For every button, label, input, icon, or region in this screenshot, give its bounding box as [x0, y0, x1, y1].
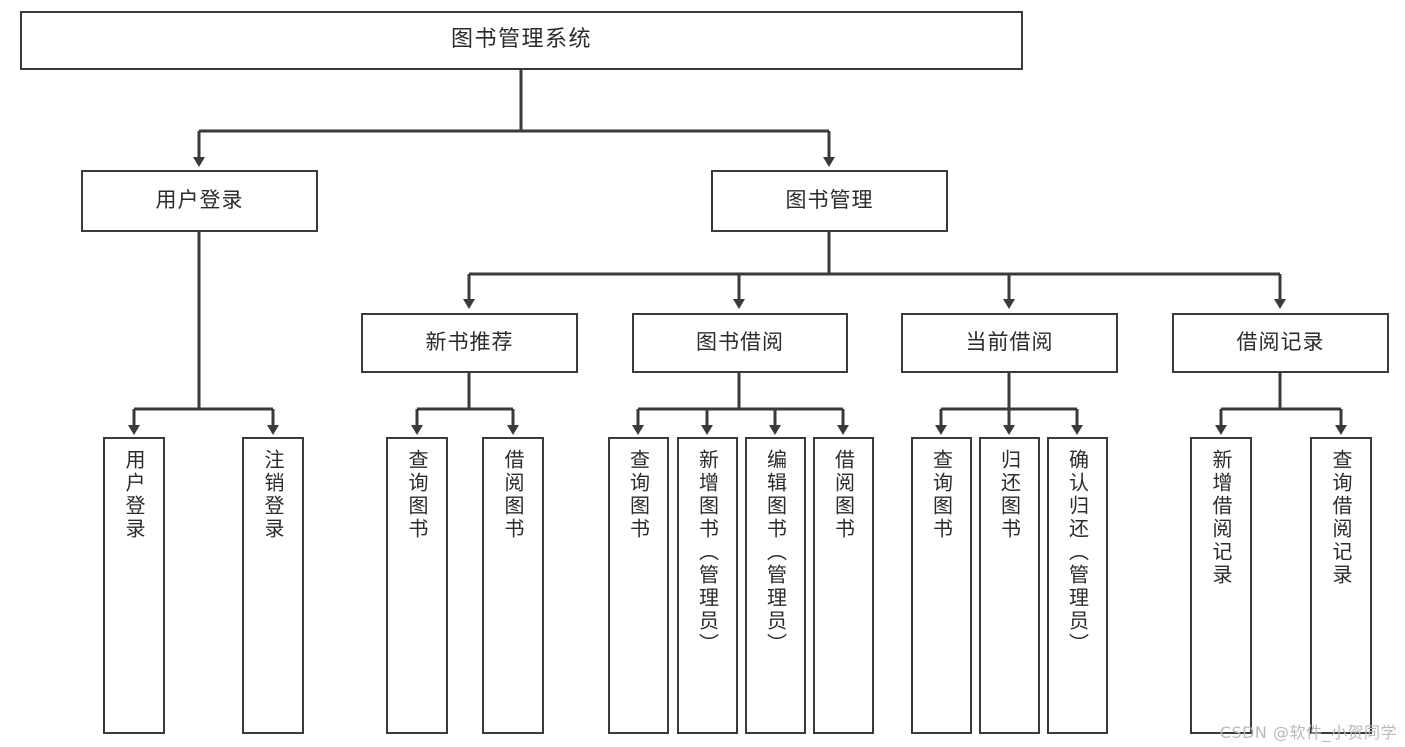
leaf-current-borrow-return-book[interactable]: 归还图书 — [979, 437, 1040, 734]
node-label: 查询借阅记录 — [1329, 449, 1353, 587]
leaf-borrow-record-query-record[interactable]: 查询借阅记录 — [1310, 437, 1372, 734]
leaf-user-login-login[interactable]: 用户登录 — [103, 437, 165, 734]
leaf-borrow-book-query-book[interactable]: 查询图书 — [608, 437, 669, 734]
node-label: 查询图书 — [405, 449, 429, 541]
leaf-borrow-book-edit-book-admin[interactable]: 编辑图书（管理员） — [745, 437, 806, 734]
node-label: 用户登录 — [122, 449, 146, 541]
node-label: 注销登录 — [261, 449, 285, 541]
node-label: 新增借阅记录 — [1209, 449, 1233, 587]
node-label: 确认归还（管理员） — [1065, 449, 1090, 656]
node-label: 查询图书 — [626, 449, 651, 541]
node-label: 借阅图书 — [831, 449, 856, 541]
node-new-book-recommendation[interactable]: 新书推荐 — [361, 313, 578, 373]
node-user-login[interactable]: 用户登录 — [81, 170, 318, 232]
node-label: 图书管理系统 — [450, 27, 592, 53]
node-label: 借阅图书 — [501, 449, 525, 541]
node-book-borrowing[interactable]: 图书借阅 — [632, 313, 848, 373]
node-label: 用户登录 — [155, 188, 244, 213]
node-borrowing-record[interactable]: 借阅记录 — [1172, 313, 1389, 373]
node-label: 新书推荐 — [425, 330, 514, 355]
node-label: 图书管理 — [785, 188, 874, 213]
node-label: 图书借阅 — [696, 330, 784, 355]
leaf-borrow-record-add-record[interactable]: 新增借阅记录 — [1190, 437, 1252, 734]
leaf-new-book-query-book[interactable]: 查询图书 — [386, 437, 448, 734]
leaf-borrow-book-borrow-book[interactable]: 借阅图书 — [813, 437, 874, 734]
leaf-current-borrow-query-book[interactable]: 查询图书 — [911, 437, 972, 734]
node-label: 借阅记录 — [1236, 330, 1325, 355]
csdn-watermark: CSDN @软件_小贺同学 — [1219, 723, 1397, 742]
node-current-borrowing[interactable]: 当前借阅 — [901, 313, 1118, 373]
leaf-current-borrow-confirm-return-admin[interactable]: 确认归还（管理员） — [1047, 437, 1108, 734]
node-label: 编辑图书（管理员） — [763, 449, 788, 656]
node-label: 归还图书 — [997, 449, 1022, 541]
leaf-user-login-logout[interactable]: 注销登录 — [242, 437, 304, 734]
node-root-book-management-system[interactable]: 图书管理系统 — [20, 11, 1023, 70]
node-label: 查询图书 — [929, 449, 954, 541]
leaf-borrow-book-add-book-admin[interactable]: 新增图书（管理员） — [677, 437, 738, 734]
node-book-management[interactable]: 图书管理 — [711, 170, 948, 232]
node-label: 当前借阅 — [965, 330, 1054, 355]
leaf-new-book-borrow-book[interactable]: 借阅图书 — [482, 437, 544, 734]
node-label: 新增图书（管理员） — [695, 449, 720, 656]
